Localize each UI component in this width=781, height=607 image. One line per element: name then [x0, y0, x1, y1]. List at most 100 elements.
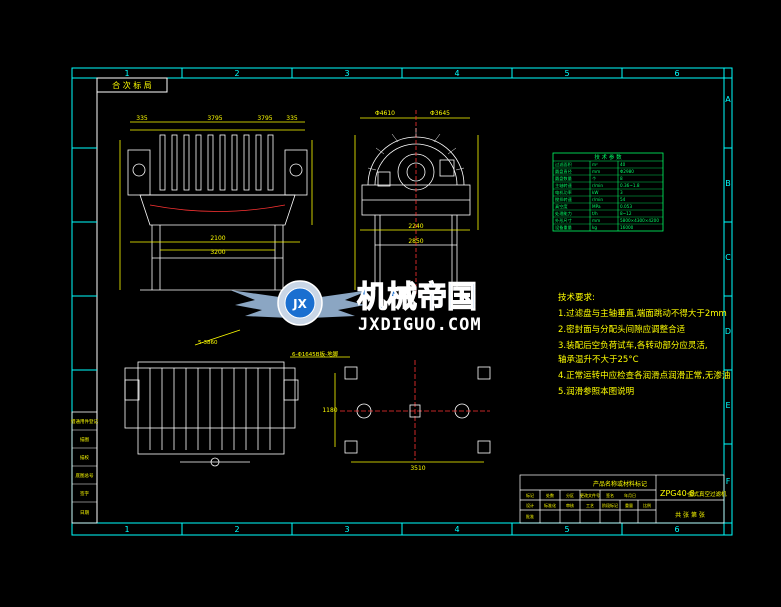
title-cell: 工艺	[586, 503, 594, 508]
dim-label: 3510	[410, 465, 425, 472]
tech-item: 5.润滑参照本图说明	[558, 386, 634, 397]
spec-cell: 5800×4300×4200	[620, 218, 659, 223]
row-label: F	[726, 477, 731, 486]
spec-cell: 8	[620, 176, 623, 181]
spec-cell: 0.053	[620, 204, 632, 209]
title-company: 产品名称或材料标记	[593, 480, 647, 488]
dim-label: 3795	[207, 115, 222, 122]
tech-requirements: 技术要求: 1.过滤盘与主轴垂直,端面跳动不得大于2mm 2.密封面与分配头间隙…	[558, 292, 730, 397]
corner-label-box: 合 次 标 局	[96, 77, 168, 93]
side-view-spokes	[367, 128, 465, 171]
spec-cell: 40	[620, 162, 626, 167]
tech-title: 技术要求:	[558, 292, 595, 303]
row-label: C	[725, 253, 731, 262]
change-row: 日期	[80, 510, 89, 516]
spec-cell: 16000	[620, 225, 634, 230]
title-cell: 年月日	[624, 492, 636, 498]
dim-label: 3200	[210, 249, 225, 256]
tech-item: 2.密封面与分配头间隙应调整合适	[558, 324, 686, 335]
row-label: A	[725, 95, 731, 104]
change-row: 借通用件登记	[71, 418, 98, 425]
dim-label: 3795	[257, 115, 272, 122]
title-cell: 比例	[643, 502, 651, 508]
emblem-text: JX	[292, 297, 307, 311]
spec-cell: 过滤面积	[555, 161, 572, 168]
tech-item: 1.过滤盘与主轴垂直,端面跳动不得大于2mm	[558, 308, 727, 319]
col-label: 3	[344, 525, 349, 534]
dim-label: 2240	[408, 223, 423, 230]
spec-cell: kg	[592, 225, 597, 230]
spec-cell: r/min	[592, 183, 603, 188]
spec-cell: 处理能力	[555, 210, 572, 217]
spec-cell: kW	[592, 190, 599, 195]
spec-cell: 真空度	[555, 203, 568, 210]
plan-view-labels: 5-3860 6-Φ1645B板-地脚	[198, 340, 339, 358]
change-table: 借通用件登记 描图 描校 底图总号 签字 日期	[71, 411, 98, 524]
plan-view	[124, 329, 299, 467]
sheet-info: 共 张 第 张	[675, 511, 705, 519]
spec-cell: MPa	[592, 204, 601, 209]
watermark-logo: JX	[230, 280, 370, 326]
spec-cell: m²	[592, 162, 598, 167]
title-cell: 设计	[526, 502, 534, 508]
spec-cell: 3	[620, 190, 623, 195]
title-cell: 分区	[566, 492, 574, 498]
col-label: 5	[564, 69, 569, 78]
col-label: 6	[674, 525, 679, 534]
spec-cell: 设备重量	[555, 224, 572, 231]
front-view-dims: 335 3795 3795 335 3200 2100	[136, 115, 298, 256]
col-label: 1	[124, 69, 129, 78]
dim-label: Φ3645	[430, 110, 450, 117]
column-labels-bottom: 1 2 3 4 5 6	[124, 525, 679, 534]
row-label: B	[725, 179, 731, 188]
spec-cell: mm	[592, 169, 600, 174]
drawing-number: ZPG40-8	[660, 489, 695, 498]
tech-item: 4.正常运转中应检查各润滑点润滑正常,无渗油	[558, 370, 730, 381]
watermark-domain: JXDIGUO.COM	[358, 315, 482, 335]
foundation-dims: 3510 1180	[322, 407, 425, 472]
title-cell: 审核	[566, 502, 574, 508]
spec-cell: 个	[592, 176, 597, 181]
tech-item: 3.装配后空负荷试车,各转动部分应灵活,	[558, 340, 708, 351]
spec-cell: 电机功率	[555, 189, 572, 196]
specs-title: 技 术 参 数	[594, 153, 622, 161]
dim-label: 2100	[210, 235, 225, 242]
change-row: 签字	[80, 490, 89, 497]
spec-cell: 54	[620, 197, 626, 202]
plan-label: 6-Φ1645B板-地脚	[292, 350, 339, 358]
col-label: 2	[234, 525, 239, 534]
spec-cell: 8~12	[620, 211, 632, 216]
title-cell: 标记	[526, 492, 534, 498]
dim-label: 335	[136, 115, 148, 122]
spec-cell: 搅拌转速	[555, 196, 573, 203]
spec-cell: mm	[592, 218, 600, 223]
change-row: 描图	[80, 436, 89, 443]
spec-cell: 外形尺寸	[555, 217, 572, 224]
title-cell: 阶段标记	[602, 502, 618, 508]
change-row: 底图总号	[76, 472, 94, 479]
drawing-title: 盘式真空过滤机	[688, 490, 727, 498]
title-cell: 更改文件号	[580, 492, 600, 498]
foundation-view	[334, 360, 491, 463]
spec-cell: 圆盘数量	[555, 175, 572, 182]
title-cell: 批准	[526, 513, 534, 519]
dim-label: 1180	[322, 407, 337, 414]
title-cell: 标准化	[544, 502, 556, 508]
title-block	[519, 474, 725, 524]
drawing-frame	[71, 67, 733, 536]
side-view	[354, 110, 479, 295]
spec-cell: 0.36~1.8	[620, 183, 640, 188]
tech-item: 轴承温升不大于25°C	[558, 354, 639, 365]
dim-label: 2850	[408, 238, 423, 245]
spec-cell: 圆盘直径	[555, 168, 572, 175]
spec-cell: r/min	[592, 197, 603, 202]
spec-cell: Φ2980	[620, 169, 634, 174]
title-cell: 处数	[546, 492, 554, 498]
column-labels-top: 1 2 3 4 5 6	[124, 69, 679, 78]
col-label: 6	[674, 69, 679, 78]
title-cell: 重量	[625, 502, 633, 508]
col-label: 2	[234, 69, 239, 78]
